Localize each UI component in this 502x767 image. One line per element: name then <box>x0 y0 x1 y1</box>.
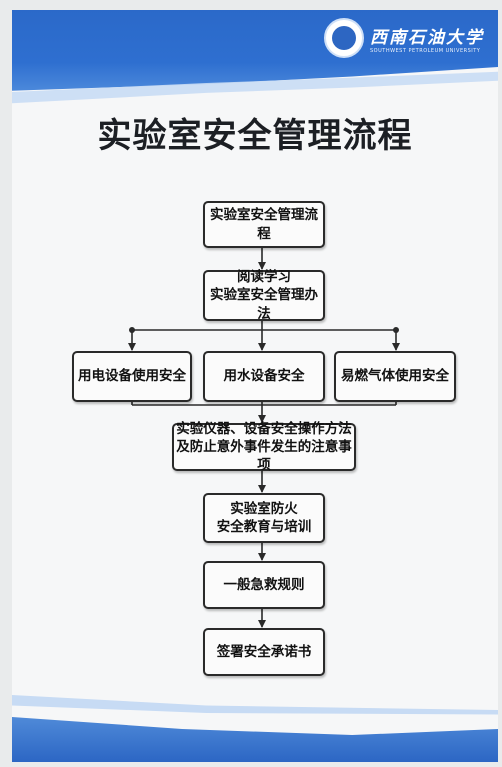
arrow-icon <box>258 262 266 270</box>
university-name-en: SOUTHWEST PETROLEUM UNIVERSITY <box>370 47 481 54</box>
flow-step-6: 一般急救规则 <box>203 561 325 609</box>
university-logo: 西南石油大学 SOUTHWEST PETROLEUM UNIVERSITY <box>324 18 484 58</box>
junction-dot <box>129 327 135 333</box>
flow-step-1: 实验室安全管理流程 <box>203 201 325 248</box>
arrow-icon <box>128 343 136 351</box>
junction-dot <box>393 327 399 333</box>
arrow-icon <box>258 553 266 561</box>
flow-step-4-line-1: 实验仪器、设备安全操作方法 <box>176 420 352 437</box>
flow-branch-electric: 用电设备使用安全 <box>72 351 192 402</box>
flow-step-2-line-1: 阅读学习 <box>237 269 291 286</box>
flow-step-7: 签署安全承诺书 <box>203 628 325 676</box>
flow-step-4-line-2: 及防止意外事件发生的注意事项 <box>176 438 352 474</box>
university-name: 西南石油大学 <box>370 27 484 48</box>
flow-branch-gas: 易燃气体使用安全 <box>334 351 456 402</box>
poster: 西南石油大学 SOUTHWEST PETROLEUM UNIVERSITY 实验… <box>12 10 498 762</box>
university-seal-icon <box>324 18 364 58</box>
flow-connectors <box>128 246 400 628</box>
flow-step-5-line-2: 安全教育与培训 <box>216 519 312 535</box>
flow-step-2-line-2: 实验室安全管理办法 <box>210 287 318 322</box>
flow-branch-water: 用水设备安全 <box>203 351 325 402</box>
arrow-icon <box>258 620 266 628</box>
flow-step-4: 实验仪器、设备安全操作方法 及防止意外事件发生的注意事项 <box>172 420 356 474</box>
arrow-icon <box>258 415 266 423</box>
flow-step-2: 阅读学习 实验室安全管理办法 <box>203 269 325 322</box>
arrow-icon <box>392 343 400 351</box>
arrow-icon <box>258 485 266 493</box>
flow-step-5-line-1: 实验室防火 <box>230 500 298 517</box>
arrow-icon <box>258 343 266 351</box>
flow-step-5: 实验室防火 安全教育与培训 <box>203 493 325 543</box>
page-title: 实验室安全管理流程 <box>97 116 413 156</box>
